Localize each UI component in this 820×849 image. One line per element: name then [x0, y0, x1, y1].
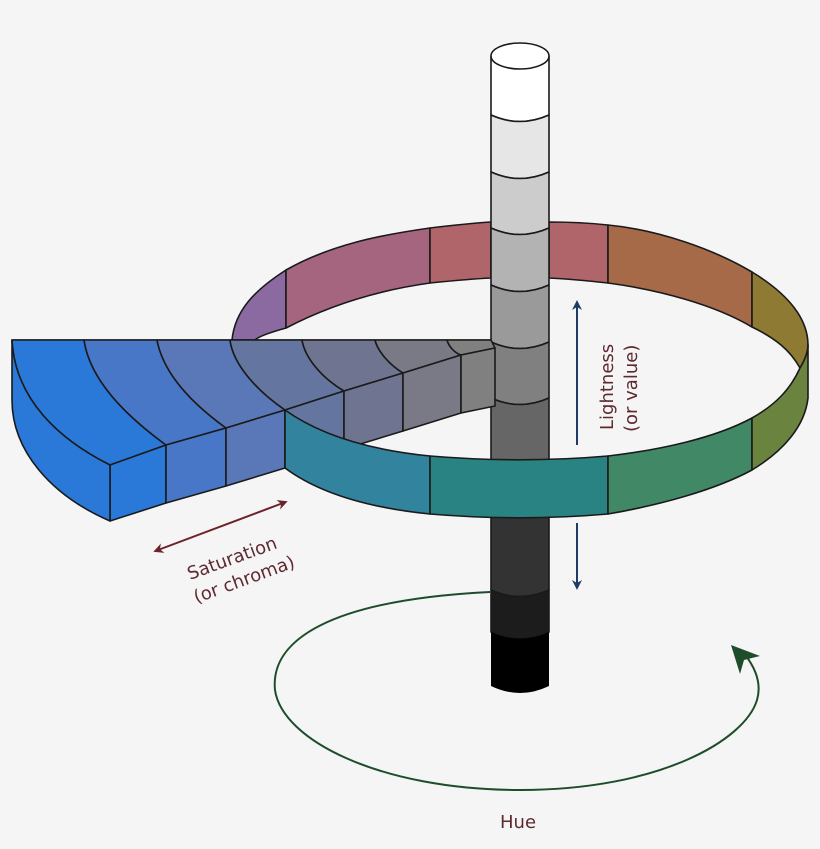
- hue-segment-yellow-green: [751, 344, 809, 471]
- hue-segment-teal: [429, 455, 609, 519]
- lightness-column-lower: [490, 514, 550, 693]
- saturation-arrow: [153, 500, 288, 553]
- column-level-5: [490, 284, 550, 350]
- hue-ring-front: [284, 344, 809, 519]
- column-level-4: [490, 227, 550, 293]
- hue-segment-rose-right: [548, 221, 609, 284]
- lightness-label-line1: Lightness: [597, 344, 618, 430]
- column-level-9: [490, 514, 550, 598]
- wedge-side-7: [460, 347, 496, 414]
- column-level-11: [491, 632, 549, 693]
- hue-arrowhead-icon: [731, 645, 760, 674]
- hue-segment-rose: [429, 221, 492, 284]
- column-top-cap: [490, 42, 550, 70]
- hue-arrow: [273, 591, 760, 792]
- lightness-label-line2: (or value): [621, 345, 642, 432]
- column-level-6: [490, 341, 550, 406]
- hue-segment-olive: [751, 271, 809, 369]
- lightness-label: Lightness (or value): [597, 344, 642, 432]
- column-level-10: [490, 589, 550, 640]
- column-level-2: [490, 114, 550, 180]
- wedge-outer-face: [11, 339, 111, 522]
- lightness-column-upper: [490, 42, 550, 471]
- saturation-label: Saturation (or chroma): [185, 533, 298, 608]
- hue-segment-magenta: [285, 227, 431, 329]
- column-level-3: [490, 171, 550, 236]
- hue-label: Hue: [500, 812, 536, 833]
- hue-ring-back: [231, 221, 809, 369]
- hue-segment-purple: [231, 269, 287, 341]
- column-level-7: [490, 397, 550, 471]
- hue-segment-orange: [607, 224, 753, 328]
